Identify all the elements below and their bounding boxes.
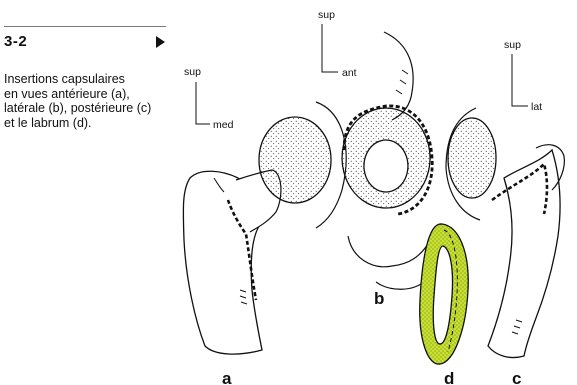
axis-label-ant-b: ant — [342, 67, 357, 79]
femoral-head-a — [259, 117, 331, 203]
view-letter-b: b — [374, 289, 384, 308]
view-b-lateral: sup ant b — [318, 9, 432, 308]
pubis-outline-b — [348, 236, 428, 267]
view-letter-c: c — [512, 369, 521, 385]
view-letter-a: a — [222, 369, 232, 385]
view-a-anterior: sup med a — [183, 66, 346, 385]
ischium-outline-b — [376, 280, 426, 289]
axis-label-sup-a: sup — [184, 66, 201, 78]
labrum-ring-d — [420, 224, 468, 364]
axis-marker-b — [322, 24, 338, 72]
axis-label-lat-c: lat — [531, 101, 542, 113]
axis-label-med-a: med — [213, 119, 234, 131]
femoral-head-c — [448, 118, 496, 198]
view-c-posterior: sup lat c — [446, 39, 564, 385]
axis-marker-a — [196, 82, 210, 124]
axis-label-sup-b: sup — [318, 9, 335, 21]
view-d-labrum: d — [420, 224, 468, 385]
axis-marker-c — [512, 54, 528, 106]
axis-label-sup-c: sup — [504, 39, 521, 51]
femur-c-outline — [488, 150, 560, 358]
view-letter-d: d — [444, 369, 454, 385]
acetabulum-b — [342, 108, 430, 208]
